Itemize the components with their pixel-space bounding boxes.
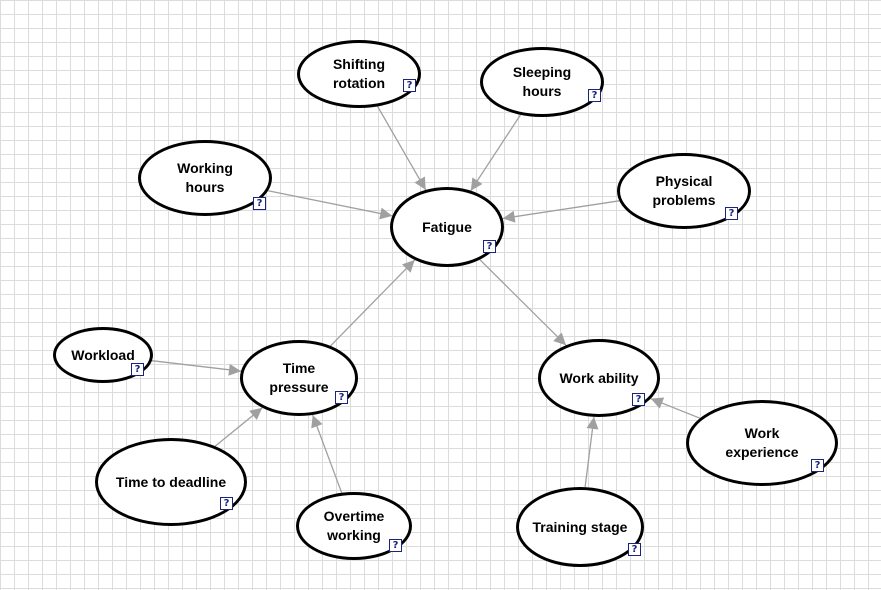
edge-workload-to-time-pressure bbox=[151, 360, 242, 376]
edge-fatigue-to-work-ability bbox=[479, 259, 567, 346]
question-icon[interactable]: ? bbox=[403, 79, 416, 92]
node-label: Training stage bbox=[532, 518, 628, 535]
edge-shifting-to-fatigue bbox=[377, 106, 427, 191]
node-workload[interactable]: Workload bbox=[53, 327, 153, 383]
question-icon[interactable]: ? bbox=[725, 207, 738, 220]
node-label: Time pressure bbox=[269, 360, 329, 395]
node-label: Work ability bbox=[559, 369, 639, 386]
question-icon[interactable]: ? bbox=[588, 89, 601, 102]
node-time-deadline[interactable]: Time to deadline bbox=[95, 438, 247, 526]
node-label: Work experience bbox=[725, 425, 799, 460]
node-working[interactable]: Working hours bbox=[138, 140, 272, 216]
node-label: Overtime working bbox=[323, 508, 385, 543]
edge-sleeping-to-fatigue bbox=[470, 114, 522, 192]
node-label: Fatigue bbox=[422, 218, 472, 235]
node-label: Sleeping hours bbox=[512, 64, 572, 99]
node-training[interactable]: Training stage bbox=[516, 487, 644, 567]
edge-overtime-to-time-pressure bbox=[311, 414, 343, 494]
question-icon[interactable]: ? bbox=[483, 240, 496, 253]
question-icon[interactable]: ? bbox=[811, 459, 824, 472]
edge-work-experience-to-work-ability bbox=[650, 397, 701, 419]
question-icon[interactable]: ? bbox=[389, 539, 402, 552]
edge-time-deadline-to-time-pressure bbox=[214, 407, 263, 447]
question-icon[interactable]: ? bbox=[628, 543, 641, 556]
node-sleeping[interactable]: Sleeping hours bbox=[480, 47, 604, 117]
node-work-experience[interactable]: Work experience bbox=[686, 400, 838, 486]
node-overtime[interactable]: Overtime working bbox=[296, 492, 412, 560]
node-label: Physical problems bbox=[652, 173, 716, 208]
edge-time-pressure-to-fatigue bbox=[330, 259, 416, 347]
question-icon[interactable]: ? bbox=[253, 197, 266, 210]
question-icon[interactable]: ? bbox=[220, 497, 233, 510]
node-shifting[interactable]: Shifting rotation bbox=[297, 40, 421, 108]
question-icon[interactable]: ? bbox=[131, 363, 144, 376]
node-label: Shifting rotation bbox=[332, 56, 386, 91]
edge-working-to-fatigue bbox=[267, 190, 393, 220]
node-label: Workload bbox=[71, 346, 135, 363]
node-time-pressure[interactable]: Time pressure bbox=[240, 340, 358, 416]
edge-training-to-work-ability bbox=[584, 416, 599, 488]
node-fatigue[interactable]: Fatigue bbox=[390, 187, 504, 267]
question-icon[interactable]: ? bbox=[335, 391, 348, 404]
edge-physical-to-fatigue bbox=[502, 200, 620, 223]
node-label: Working hours bbox=[177, 160, 233, 195]
node-label: Time to deadline bbox=[115, 473, 227, 490]
question-icon[interactable]: ? bbox=[632, 393, 645, 406]
